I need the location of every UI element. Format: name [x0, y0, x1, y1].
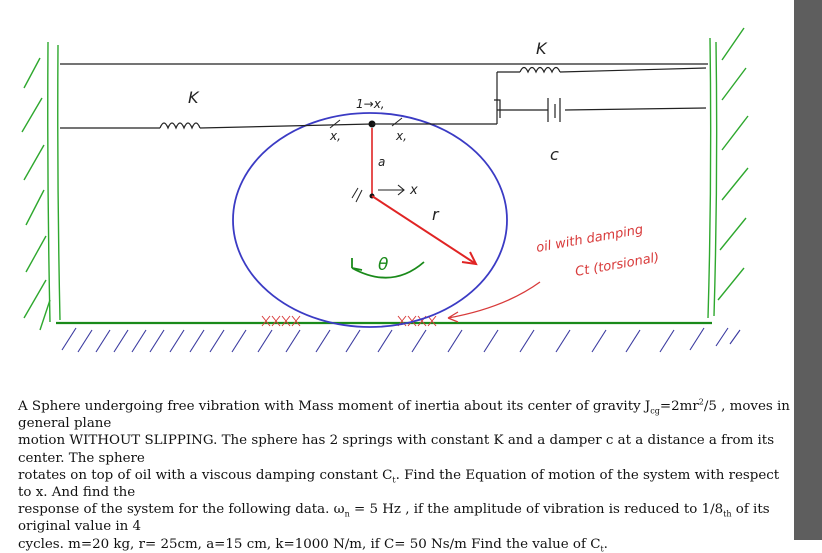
- problem-line-5: cycles. m=20 kg, r= 25cm, a=15 cm, k=100…: [18, 536, 608, 553]
- problem-line-2: motion WITHOUT SLIPPING. The sphere has …: [18, 433, 775, 466]
- vertical-scrollbar[interactable]: [794, 0, 822, 540]
- distance-a-label: a: [378, 155, 385, 169]
- right-wall: [707, 27, 749, 319]
- vibration-diagram: K K c 1→x, x, x, a x: [21, 27, 749, 353]
- left-spring: [60, 122, 373, 130]
- spring-left-label: K: [188, 88, 200, 107]
- radius-line: [371, 195, 477, 265]
- oil-label-line1: oil with damping: [535, 222, 644, 256]
- sphere-circle: [232, 112, 508, 328]
- left-wall: [21, 41, 61, 331]
- x1-right-label: x,: [395, 129, 407, 143]
- friction-marks: [261, 315, 437, 327]
- x1-top-label: 1→x,: [356, 97, 385, 111]
- problem-statement: A Sphere undergoing free vibration with …: [18, 398, 794, 553]
- theta-label: θ: [378, 255, 389, 275]
- problem-line-1: A Sphere undergoing free vibration with …: [18, 397, 790, 432]
- oil-label-line2: Ct (torsional): [574, 250, 660, 280]
- document-page: K K c 1→x, x, x, a x: [18, 27, 790, 553]
- center-hash: [351, 187, 363, 203]
- problem-line-3: rotates on top of oil with a viscous dam…: [18, 467, 780, 501]
- spring-right-label: K: [536, 39, 548, 58]
- rotation-arrow: [351, 258, 425, 279]
- radius-label: r: [432, 205, 440, 224]
- problem-line-4: response of the system for the following…: [18, 502, 770, 535]
- oil-pointer: [447, 281, 541, 323]
- ground: [56, 321, 741, 353]
- x1-left-arrow: [329, 119, 341, 129]
- x1-right-arrow: [391, 117, 403, 127]
- x-label: x: [409, 183, 418, 198]
- radius-arrowhead: [461, 251, 478, 266]
- damper-label: c: [550, 145, 559, 164]
- x-arrow: [378, 184, 405, 196]
- spring-damper: [372, 66, 707, 125]
- x1-left-label: x,: [329, 129, 341, 143]
